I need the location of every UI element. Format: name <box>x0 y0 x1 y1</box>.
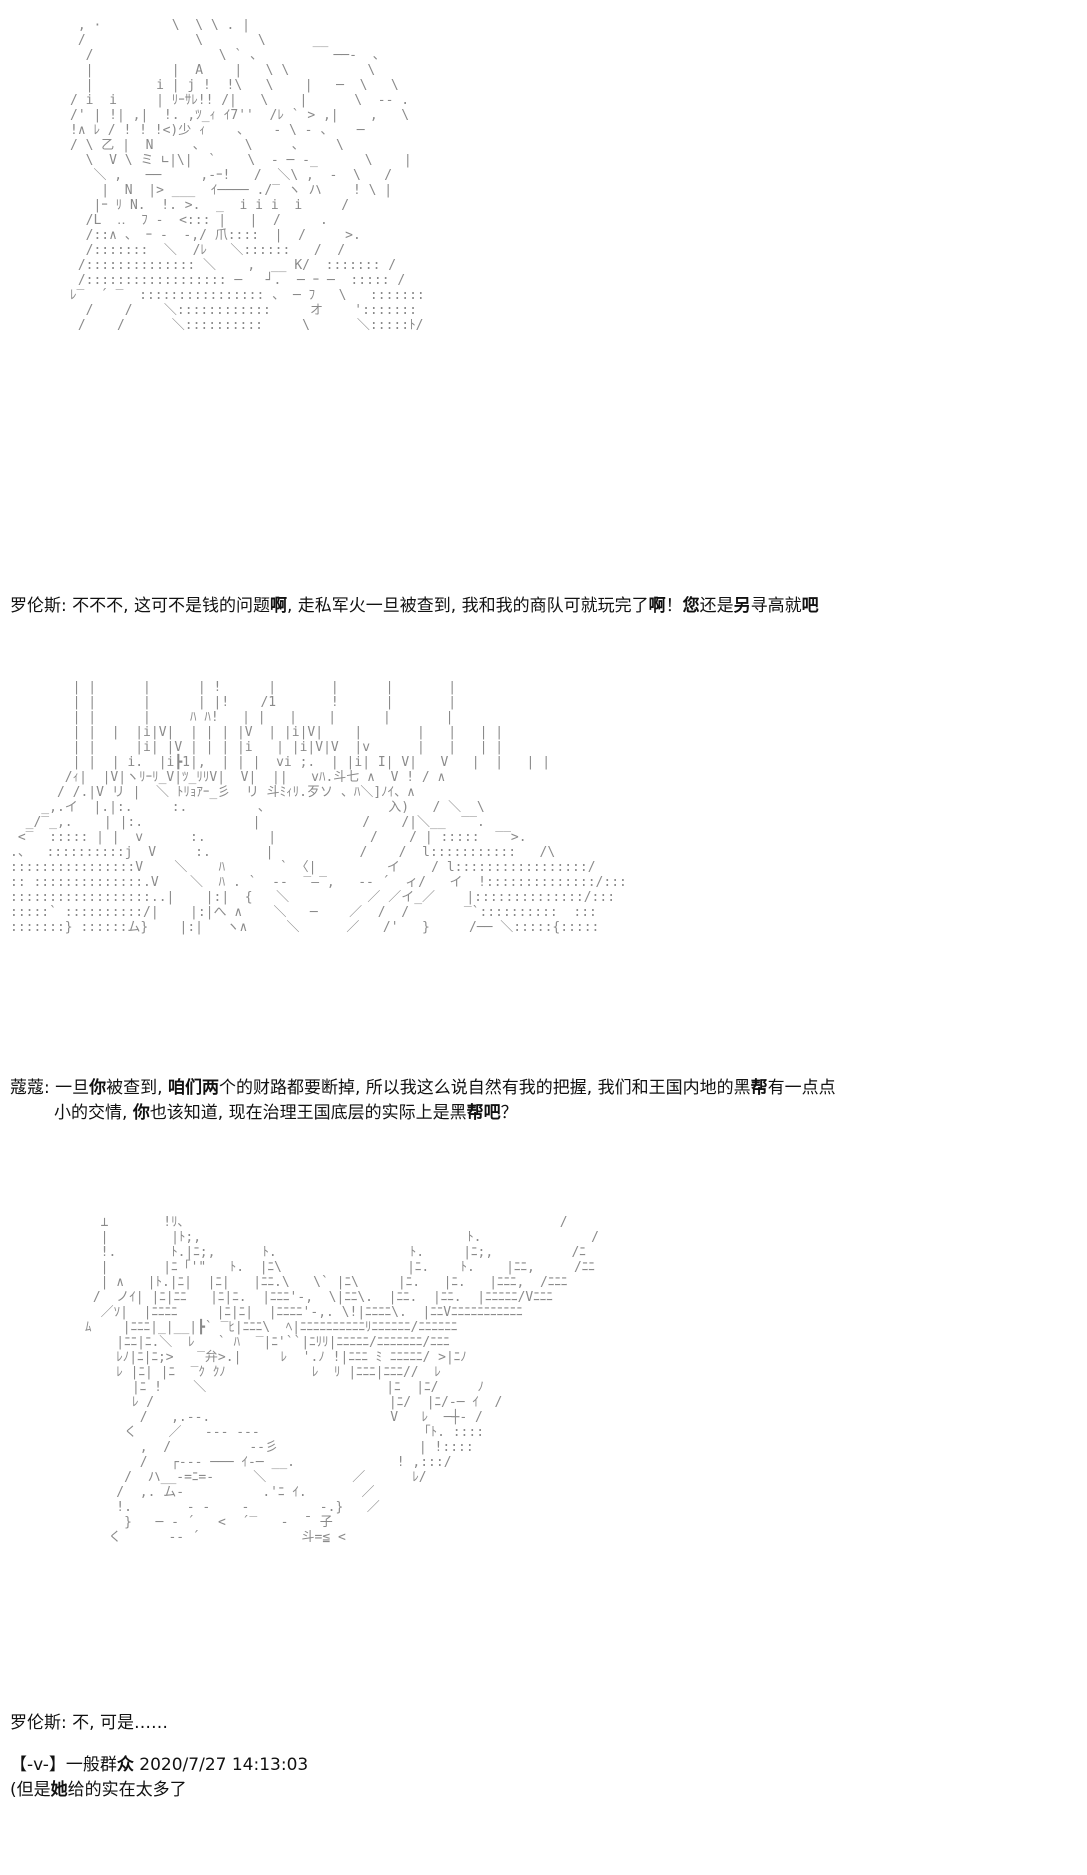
dialogue-text: 不, 可是…… <box>66 1713 168 1733</box>
dialogue-bold: 你 <box>132 1103 150 1123</box>
dialogue-bold: 你 <box>89 1078 107 1098</box>
ascii-art-panel-2: | | | | ! | | | | | | | | |! /1 ! | | | … <box>10 680 627 935</box>
comment-username: 【-v-】一般群 <box>10 1755 117 1775</box>
dialogue-bold: 帮吧 <box>466 1103 501 1123</box>
dialogue-text: 也该知道, 现在治理王国底层的实际上是黑 <box>149 1103 467 1123</box>
dialogue-text: 还是 <box>699 596 734 616</box>
dialogue-line-lawrence-1: 罗伦斯: 不不不, 这可不是钱的问题啊, 走私军火一旦被查到, 我和我的商队可就… <box>10 594 819 619</box>
dialogue-text: 小的交情, <box>54 1103 133 1123</box>
dialogue-text: 寻高就 <box>750 596 802 616</box>
dialogue-bold: 吧 <box>801 596 819 616</box>
comment-body: (但是她给的实在太多了 <box>10 1778 187 1803</box>
comment-header: 【-v-】一般群众 2020/7/27 14:13:03 <box>10 1753 308 1778</box>
dialogue-text: 不不不, 这可不是钱的问题 <box>66 596 270 616</box>
dialogue-bold: 啊 <box>648 596 666 616</box>
dialogue-bold: 帮 <box>750 1078 768 1098</box>
speaker-label: 罗伦斯: <box>10 596 67 616</box>
dialogue-line-lawrence-2: 罗伦斯: 不, 可是…… <box>10 1711 168 1736</box>
speaker-label: 蔻蔻: <box>10 1078 50 1098</box>
dialogue-text: ！ <box>665 596 683 616</box>
speaker-label: 罗伦斯: <box>10 1713 67 1733</box>
comment-bold: 她 <box>50 1780 68 1800</box>
dialogue-bold: 另 <box>733 596 751 616</box>
dialogue-text: 一旦 <box>49 1078 90 1098</box>
dialogue-text: 有一点点 <box>767 1078 836 1098</box>
comment-text: 给的实在太多了 <box>67 1780 187 1800</box>
dialogue-bold: 啊 <box>269 596 287 616</box>
dialogue-text: ？ <box>500 1103 518 1123</box>
dialogue-bold: 咱们两 <box>167 1078 219 1098</box>
comment-username-bold: 众 <box>116 1755 134 1775</box>
dialogue-text: 个的财路都要断掉, 所以我这么说自然有我的把握, 我们和王国内地的黑 <box>218 1078 751 1098</box>
comment-timestamp: 2020/7/27 14:13:03 <box>133 1755 309 1775</box>
dialogue-text: 被查到, <box>106 1078 168 1098</box>
dialogue-bold: 您 <box>682 596 700 616</box>
dialogue-text: , 走私军火一旦被查到, 我和我的商队可就玩完了 <box>286 596 649 616</box>
ascii-art-panel-3: ⊥ !ﾘ､ / | |ﾄ;, ﾄ. / !. ﾄ.|ﾆ;, ﾄ. ﾄ. |ﾆ;,… <box>85 1215 599 1545</box>
comment-text: (但是 <box>10 1780 51 1800</box>
dialogue-line-coco-2: 小的交情, 你也该知道, 现在治理王国底层的实际上是黑帮吧？ <box>54 1101 518 1126</box>
dialogue-line-coco-1: 蔻蔻: 一旦你被查到, 咱们两个的财路都要断掉, 所以我这么说自然有我的把握, … <box>10 1076 836 1101</box>
ascii-art-panel-1: , · \ \ \ . | / \ \ __ / \ ` 、 ──- 、 | |… <box>70 18 425 333</box>
